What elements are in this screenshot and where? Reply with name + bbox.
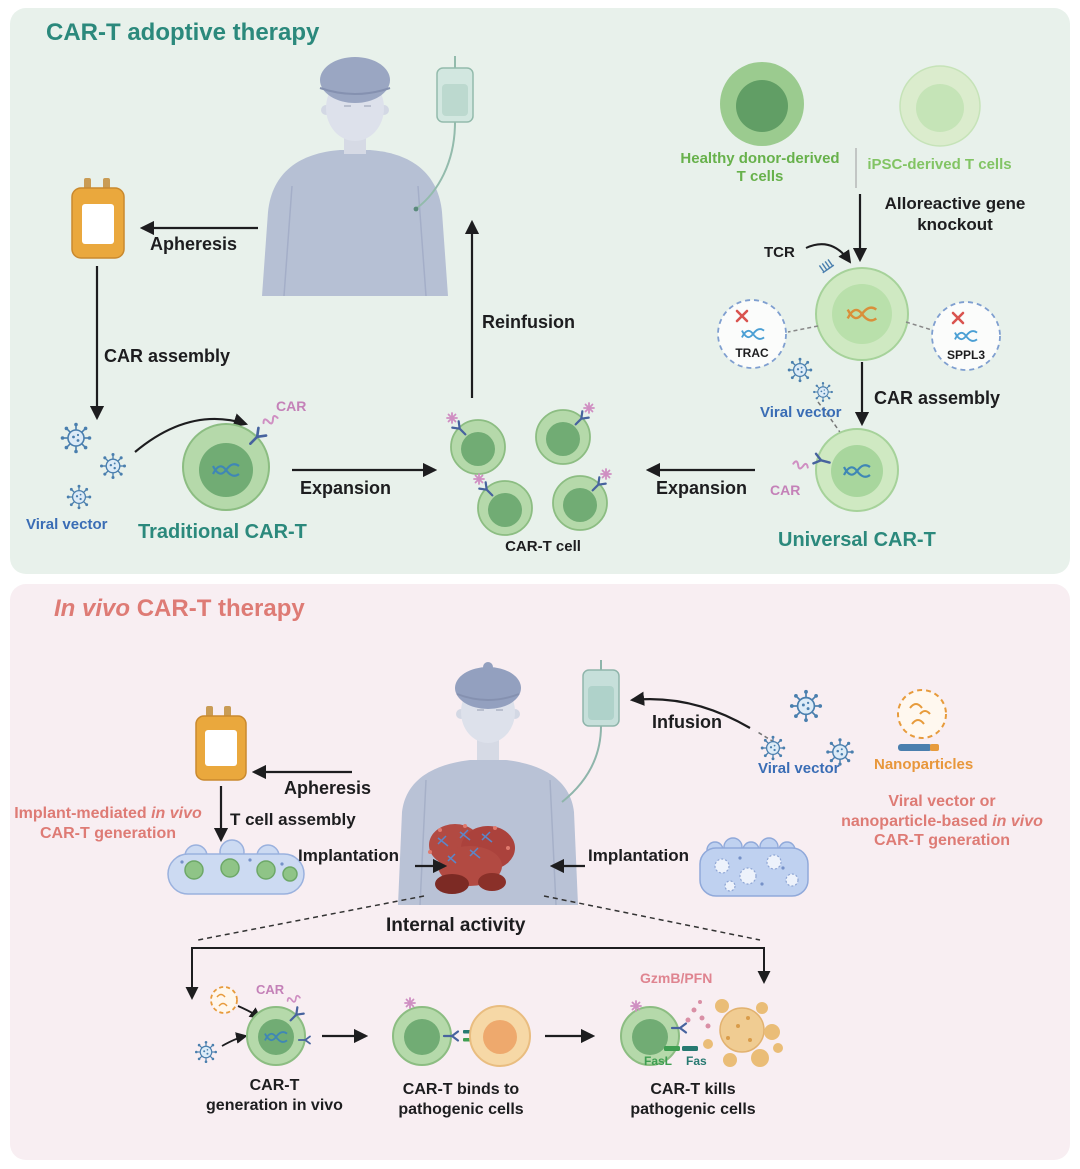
stage1-cart-generation xyxy=(194,986,311,1066)
healthy-donor-label: Healthy donor-derived T cells xyxy=(660,150,860,187)
ipsc-cell xyxy=(899,65,981,147)
reinfusion-label: Reinfusion xyxy=(482,312,575,332)
alloreactive-knockout-label: Alloreactive gene knockout xyxy=(870,194,1040,235)
tcr-label: TCR xyxy=(764,244,795,261)
tcell-assembly-label: T cell assembly xyxy=(230,810,356,829)
stage3-line1: CAR-T kills xyxy=(650,1081,736,1098)
stage1-line1: CAR-T xyxy=(249,1077,300,1094)
implant-caption-italic: in vivo xyxy=(151,805,202,822)
cart-cell-label: CAR-T cell xyxy=(505,538,581,555)
traditional-cart-cell xyxy=(182,414,280,511)
patient-figure-top xyxy=(262,57,448,297)
sppl3-knockout-badge xyxy=(931,301,1001,371)
stage3-cart-killing xyxy=(620,999,783,1067)
apheresis-label-bottom: Apheresis xyxy=(284,778,372,798)
iv-bag-top xyxy=(413,56,474,212)
nanoparticle-icon xyxy=(897,689,947,751)
car-label-left: CAR xyxy=(276,398,307,414)
gzmb-pfn-label: GzmB/PFN xyxy=(640,970,713,986)
ipsc-label: iPSC-derived T cells xyxy=(867,156,1012,173)
stage1-line2: generation in vivo xyxy=(206,1096,343,1114)
healthy-donor-line2: T cells xyxy=(736,168,784,186)
alloreactive-line1: Alloreactive gene xyxy=(884,194,1026,213)
implant-scaffold-left xyxy=(167,839,305,895)
healthy-donor-cell xyxy=(720,62,804,146)
viral-nano-caption-italic: in vivo xyxy=(992,812,1043,830)
stage2-line1: CAR-T binds to xyxy=(402,1081,520,1098)
viral-vector-label-right: Viral vector xyxy=(760,404,842,421)
stage3-label: CAR-T kills pathogenic cells xyxy=(598,1080,788,1119)
stage2-label: CAR-T binds to pathogenic cells xyxy=(366,1080,556,1119)
stage2-line2: pathogenic cells xyxy=(398,1100,524,1118)
universal-cart-label: Universal CAR-T xyxy=(778,529,936,551)
panel-title-invivo-rest: CAR-T therapy xyxy=(130,595,305,622)
nanoparticles-label: Nanoparticles xyxy=(874,756,974,773)
sppl3-label: SPPL3 xyxy=(946,348,985,362)
viral-nano-caption-pre: Viral vector or nanoparticle-based xyxy=(841,793,996,830)
viral-nano-caption: Viral vector or nanoparticle-based in vi… xyxy=(836,792,1048,851)
stage2-cart-binding xyxy=(392,997,531,1067)
car-assembly-label-right: CAR assembly xyxy=(874,388,1001,408)
implant-caption-pre: Implant-mediated xyxy=(14,805,152,822)
universal-cart-cell xyxy=(791,428,899,512)
alloreactive-line2: knockout xyxy=(917,214,993,234)
panel-title-invivo: In vivo CAR-T therapy xyxy=(54,594,305,623)
expansion-label-right: Expansion xyxy=(656,478,748,498)
implantation-label-right: Implantation xyxy=(588,846,690,865)
internal-activity-callout xyxy=(185,895,771,1000)
panel-title-adoptive: CAR-T adoptive therapy xyxy=(46,19,320,46)
stage1-label: CAR-T generation in vivo xyxy=(182,1076,367,1115)
viral-vector-label-left: Viral vector xyxy=(26,516,108,533)
fas-label: Fas xyxy=(686,1054,707,1068)
iv-bag-bottom xyxy=(561,660,620,803)
implantation-label-left: Implantation xyxy=(298,846,400,865)
trac-knockout-badge xyxy=(717,299,787,369)
infusion-label: Infusion xyxy=(652,712,722,732)
expansion-label-left: Expansion xyxy=(300,478,392,498)
blood-bag-top xyxy=(71,178,125,259)
viral-nano-caption-post: CAR-T generation xyxy=(874,832,1010,850)
blood-bag-bottom xyxy=(195,706,247,781)
fasl-label: FasL xyxy=(644,1054,673,1068)
tcr-hook-arrow xyxy=(805,243,852,264)
healthy-donor-line1: Healthy donor-derived xyxy=(680,150,840,167)
viral-vector-label-bottom: Viral vector xyxy=(758,760,840,777)
apheresis-label: Apheresis xyxy=(150,234,238,254)
trac-label: TRAC xyxy=(735,346,769,360)
implanted-organ xyxy=(428,824,515,894)
implant-scaffold-right xyxy=(699,837,809,897)
viral-vector-icons-left xyxy=(59,421,127,510)
viral-vector-icons-bottom xyxy=(760,689,855,767)
stage3-line2: pathogenic cells xyxy=(630,1100,756,1118)
car-label-stage1: CAR xyxy=(256,982,285,997)
car-assembly-label-left: CAR assembly xyxy=(104,346,231,366)
tcr-knockout-cell xyxy=(787,243,933,361)
panel-title-invivo-italic: In vivo xyxy=(54,595,131,622)
implant-mediated-caption: Implant-mediated in vivo CAR-T generatio… xyxy=(12,804,204,843)
traditional-cart-label: Traditional CAR-T xyxy=(138,521,307,543)
transduction-arrow-left xyxy=(134,413,249,453)
viral-vector-icons-right xyxy=(787,357,834,403)
cart-cell-cluster xyxy=(446,402,612,536)
implant-caption-post: CAR-T generation xyxy=(40,824,176,842)
car-label-right: CAR xyxy=(770,482,801,498)
internal-activity-label: Internal activity xyxy=(386,915,526,936)
